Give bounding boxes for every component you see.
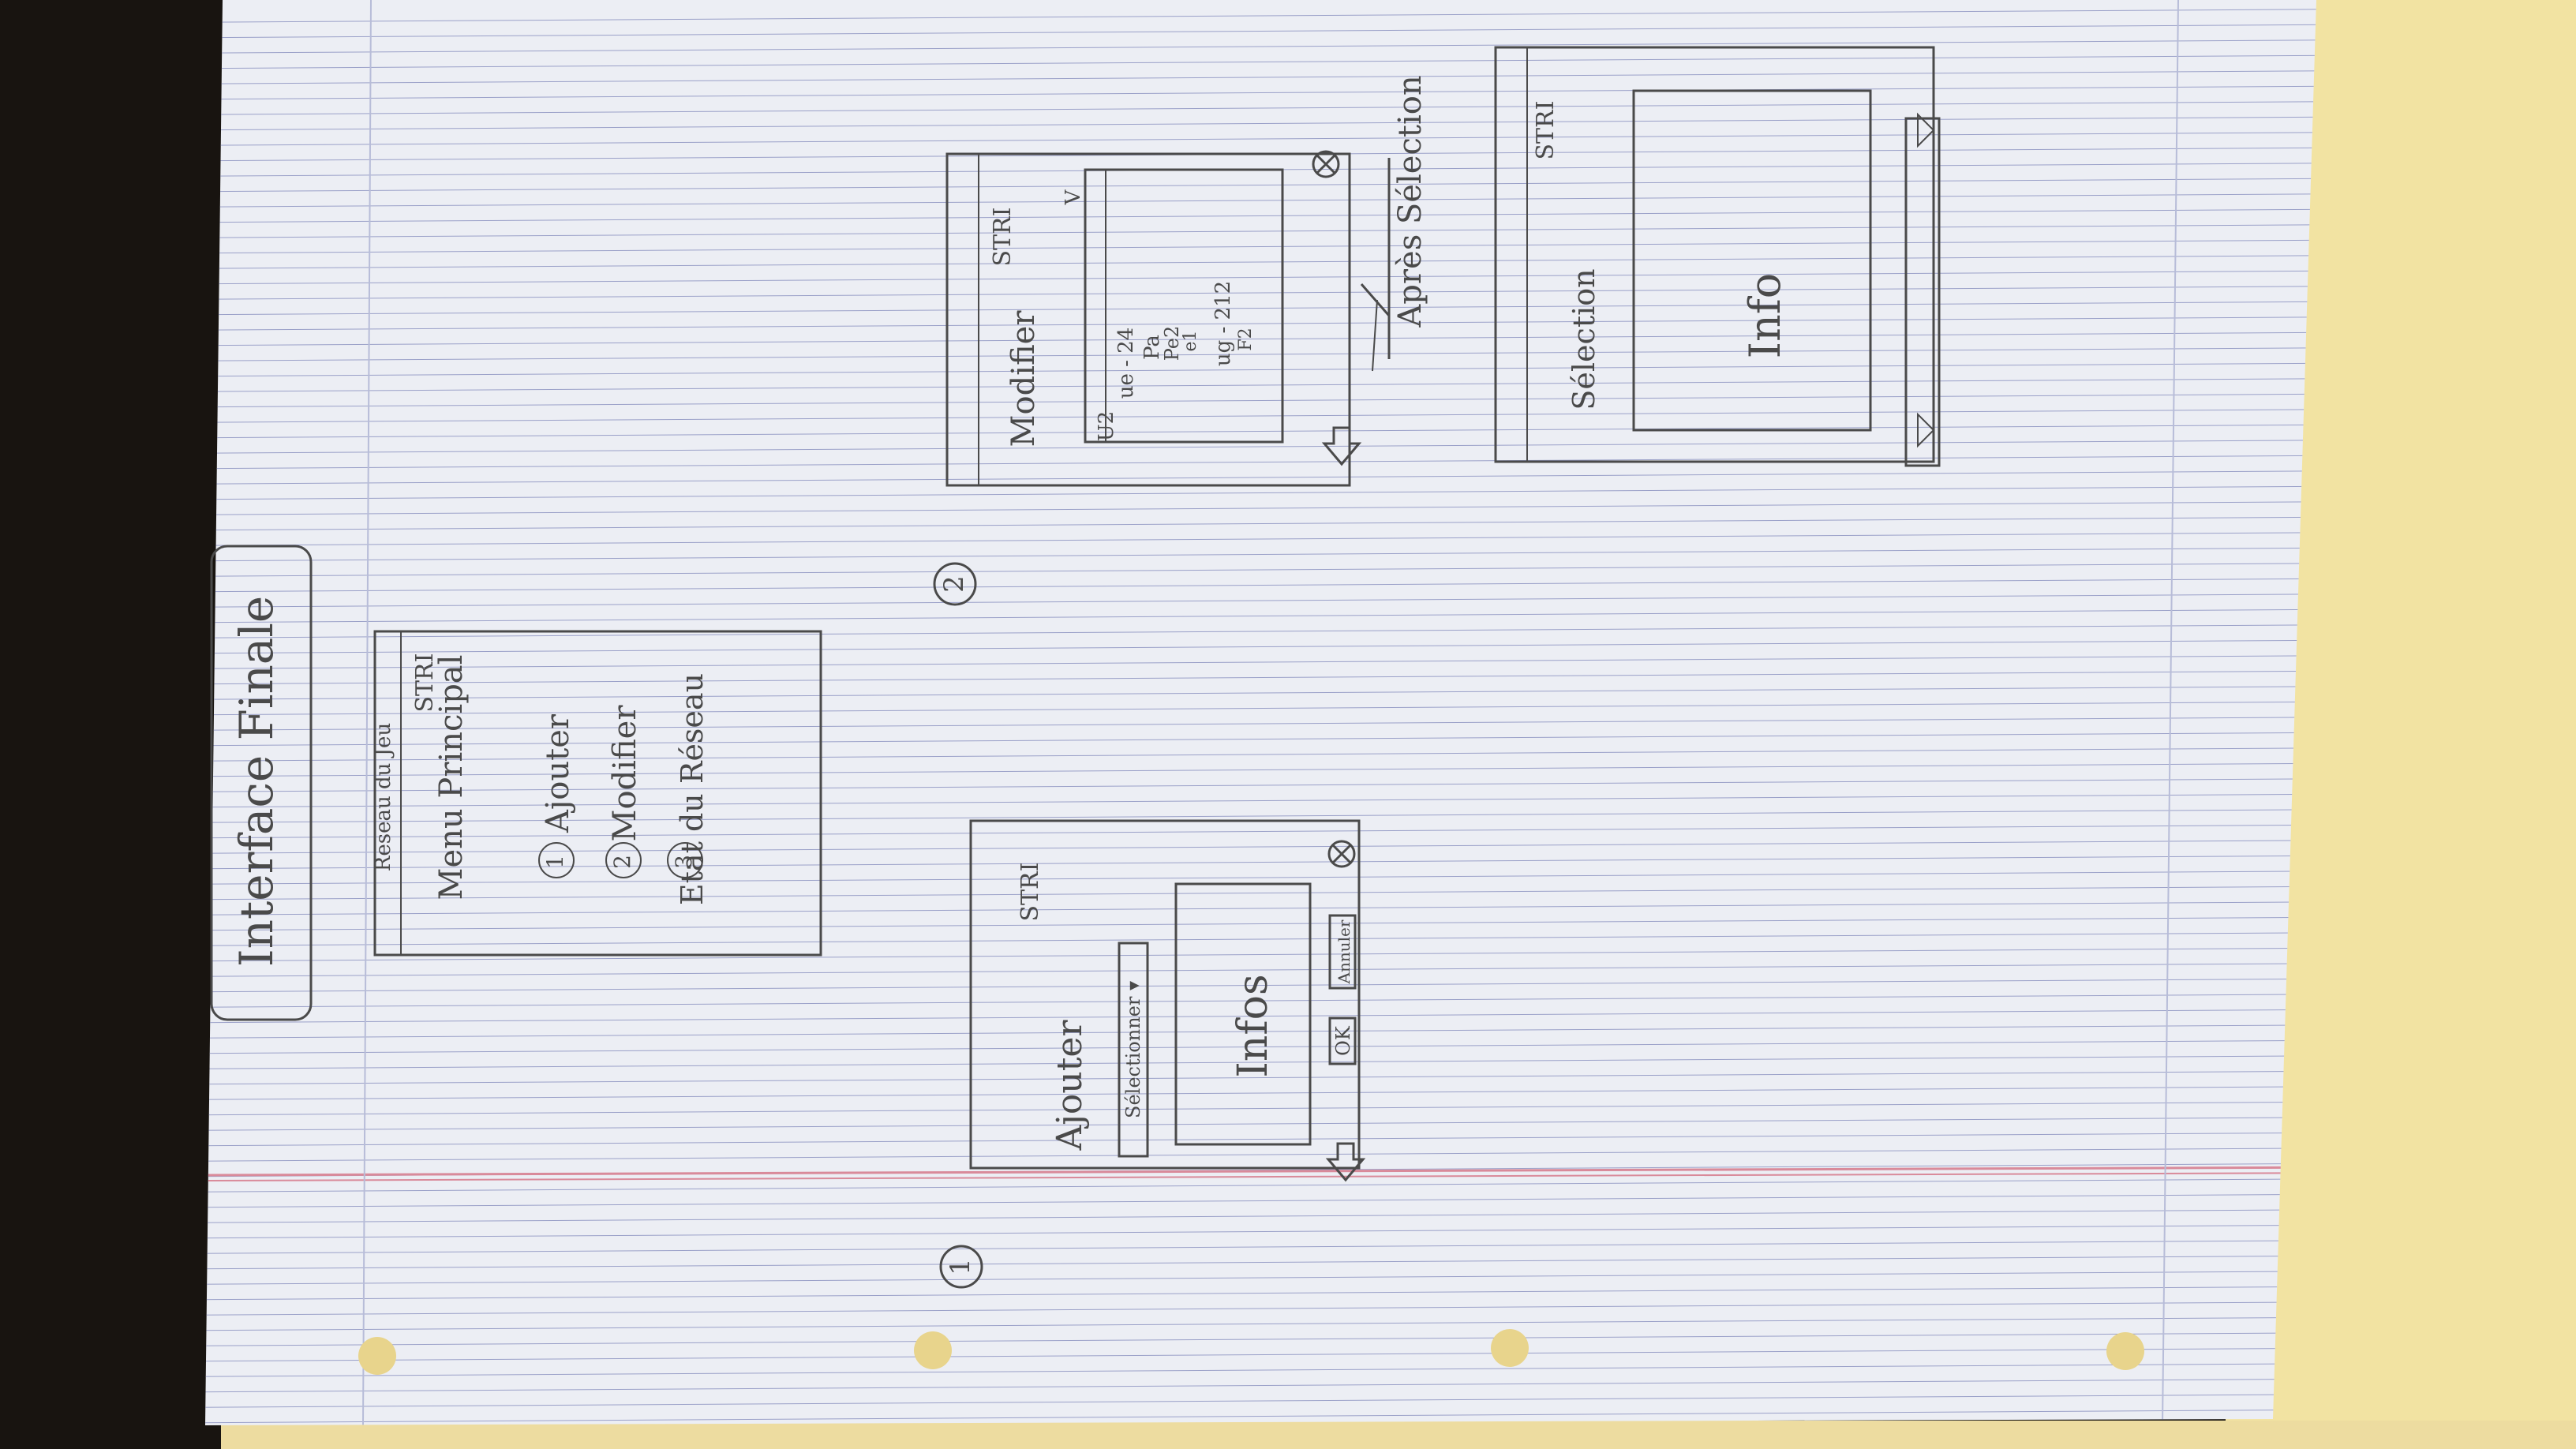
sketch-number: 1 <box>945 1258 976 1275</box>
table-surface-bottom <box>221 1421 2576 1449</box>
binder-hole <box>358 1337 396 1375</box>
modify-brand: STRI <box>989 208 1017 267</box>
modify-list-item: Pa <box>1140 335 1164 360</box>
modify-dropdown <box>1084 169 1106 443</box>
close-icon <box>1327 840 1356 868</box>
cancel-button <box>1328 914 1357 990</box>
modify-list-item: F2 <box>1236 328 1256 350</box>
menu-item-number-circle <box>605 842 642 878</box>
selection-label: Sélection <box>1567 268 1601 410</box>
add-sketch: 1 STRI Ajouter Sélectionner ▾ Infos OK A… <box>939 819 1366 1289</box>
close-icon <box>1312 150 1340 178</box>
menu-item-number-circle <box>538 842 575 878</box>
menu-item-number: 3 <box>671 855 697 869</box>
sketch-number: 2 <box>938 575 970 593</box>
dropdown-caret: V <box>1061 189 1085 205</box>
binder-hole <box>2106 1332 2144 1370</box>
infos-panel <box>1174 882 1312 1146</box>
sketch-number-circle <box>933 562 977 606</box>
modify-window-frame <box>945 152 1351 487</box>
menu-item-number: 2 <box>609 855 635 869</box>
selection-sketch: STRI Sélection Info <box>1494 46 1941 467</box>
modify-sketch: 2 STRI Modifier V U2 ue - 24 Pa Pe2 e1 u… <box>933 150 1362 606</box>
scroll-down-icon <box>1917 412 1935 448</box>
binder-hole <box>1491 1329 1529 1367</box>
sketch-number-circle <box>939 1245 983 1289</box>
modify-list-item: Pe2 <box>1161 326 1183 361</box>
select-dropdown-label: Sélectionner ▾ <box>1122 981 1144 1118</box>
main-window-title: Reseau du Jeu <box>372 723 395 871</box>
modify-title: Modifier <box>1005 310 1042 447</box>
flow-annotation: Après Sélection <box>1360 75 1428 372</box>
back-arrow-icon <box>1321 426 1362 466</box>
info-panel <box>1632 89 1872 432</box>
infos-label: Infos <box>1230 974 1277 1077</box>
menu-item-add: Ajouter <box>540 713 576 833</box>
selection-window-frame <box>1494 46 1935 463</box>
selection-brand: STRI <box>1532 101 1559 160</box>
back-arrow-icon <box>1325 1142 1366 1182</box>
page-title: Interface Finale <box>230 596 283 968</box>
ok-button <box>1328 1017 1357 1065</box>
main-window-frame <box>373 630 822 957</box>
menu-item-number: 1 <box>542 855 568 869</box>
modify-list-item: U2 <box>1095 411 1118 441</box>
add-window-frame <box>969 819 1361 1170</box>
main-brand: STRI <box>411 653 439 713</box>
binder-hole <box>914 1331 952 1369</box>
modify-list-item: ue - 24 <box>1114 328 1138 399</box>
main-menu-sketch: Reseau du Jeu STRI Menu Principal 1 Ajou… <box>372 630 822 957</box>
title-frame <box>210 545 313 1021</box>
add-brand: STRI <box>1017 863 1044 922</box>
info-label: Info <box>1740 273 1790 359</box>
binder-holes <box>358 1329 2144 1375</box>
menu-item-modify: Modifier <box>607 705 643 842</box>
menu-item-number-circle <box>667 842 703 878</box>
add-title: Ajouter <box>1050 1020 1090 1151</box>
scroll-up-icon <box>1917 112 1935 148</box>
margin-line <box>205 1165 2316 1178</box>
main-menu-title: Menu Principal <box>433 655 470 900</box>
margin-line-2 <box>205 1171 2316 1182</box>
header-sketch: Interface Finale <box>210 545 313 1021</box>
menu-item-network-state: Etat du Réseau <box>675 673 710 905</box>
cancel-button-label: Annuler <box>1335 919 1354 984</box>
after-selection-caption: Après Sélection <box>1392 75 1428 328</box>
modify-list-item: ug - 212 <box>1211 281 1235 366</box>
ok-button-label: OK <box>1332 1025 1354 1056</box>
select-dropdown <box>1118 942 1149 1158</box>
modify-list-item: e1 <box>1181 330 1200 351</box>
